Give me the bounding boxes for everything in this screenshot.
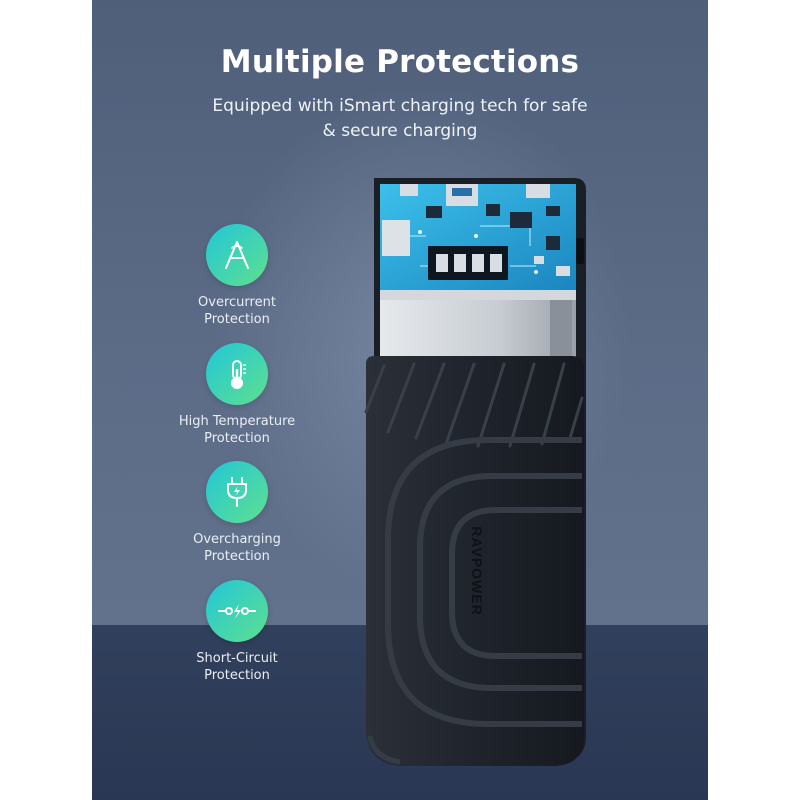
- side-button: [576, 238, 584, 264]
- brand-logo: RAVPOWER: [469, 526, 485, 615]
- feature-overcharging: Overcharging Protection: [162, 461, 312, 565]
- thermometer-icon: [206, 343, 268, 405]
- feature-label-line2: Protection: [204, 549, 270, 564]
- page-title: Multiple Protections: [220, 44, 580, 80]
- feature-overcurrent: Overcurrent Protection: [162, 224, 312, 328]
- subtitle-line-2: & secure charging: [322, 121, 478, 141]
- feature-label-line2: Protection: [204, 668, 270, 683]
- feature-high-temperature: High Temperature Protection: [162, 343, 312, 447]
- page-subtitle: Equipped with iSmart charging tech for s…: [150, 94, 650, 144]
- feature-label-line1: Overcharging: [193, 532, 281, 547]
- feature-label-line1: Short-Circuit: [196, 651, 278, 666]
- feature-short-circuit: Short-Circuit Protection: [162, 580, 312, 684]
- short-circuit-icon: [206, 580, 268, 642]
- subtitle-line-1: Equipped with iSmart charging tech for s…: [212, 96, 588, 116]
- feature-label-line1: High Temperature: [178, 414, 296, 429]
- power-bank-illustration: RAVPOWER: [364, 178, 586, 766]
- plug-bolt-icon: [206, 461, 268, 523]
- feature-label-line2: Protection: [204, 312, 270, 327]
- overcurrent-icon: [206, 224, 268, 286]
- rubber-sleeve: [364, 356, 584, 766]
- feature-label-line2: Protection: [204, 431, 270, 446]
- feature-label-line1: Overcurrent: [198, 295, 276, 310]
- circuit-board: [380, 184, 576, 290]
